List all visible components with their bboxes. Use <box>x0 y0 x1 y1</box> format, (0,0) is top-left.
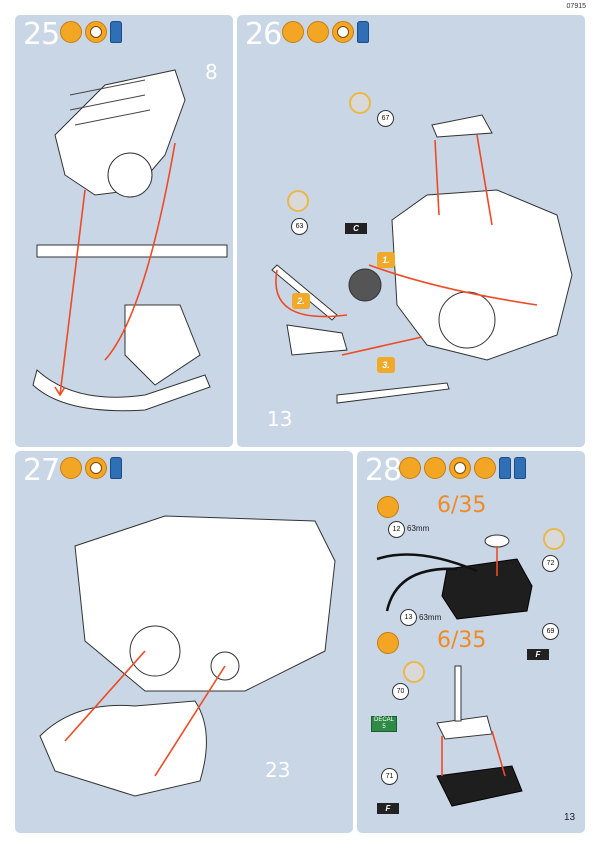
length-13: 63mm <box>419 613 442 622</box>
step-26-illustration <box>271 114 573 404</box>
step-27-panel: 27 23 <box>15 451 353 833</box>
clock-icon <box>332 21 354 43</box>
tool-knife-icon <box>60 21 82 43</box>
decal-number: 5 <box>382 724 386 730</box>
flag-f-bottom: F <box>377 803 399 814</box>
part-72: 72 <box>542 555 559 572</box>
tool-knife-icon <box>60 457 82 479</box>
part-12: 12 <box>388 521 405 538</box>
step-25-callout-8: 8 <box>205 60 218 84</box>
reference-6-35-top: 6/35 <box>437 493 487 518</box>
page-code: 07915 <box>566 3 586 10</box>
reference-6-35-bottom: 6/35 <box>437 628 487 653</box>
flag-c: C <box>345 223 367 234</box>
step-26-panel: 26 67 63 C 1. 2. 3. 13 <box>237 15 585 447</box>
chrome-icon <box>287 190 309 212</box>
page-number: 13 <box>564 812 576 823</box>
sequence-3: 3. <box>377 357 395 373</box>
length-12: 63mm <box>407 524 430 533</box>
paint-pot-icon <box>110 21 122 43</box>
part-70: 70 <box>392 683 409 700</box>
step-25-number: 25 <box>23 17 60 52</box>
step-28-number: 28 <box>365 453 402 488</box>
decal-label: DECAL <box>373 717 394 723</box>
part-67: 67 <box>377 110 394 127</box>
paint-pot-icon <box>110 457 122 479</box>
step-28-icons <box>399 457 526 479</box>
step-27-icons <box>60 457 122 479</box>
step-28-illustration <box>376 534 533 807</box>
sequence-2: 2. <box>292 293 310 309</box>
step-27-callout-23: 23 <box>265 758 291 782</box>
reference-icon <box>377 496 399 518</box>
step-25-icons <box>60 21 122 43</box>
chrome-icon <box>543 528 565 550</box>
part-63: 63 <box>291 218 308 235</box>
step-25-illustration <box>32 69 228 412</box>
paint-pot-icon <box>514 457 526 479</box>
chrome-icon <box>403 661 425 683</box>
tool-knife-icon <box>399 457 421 479</box>
reference-icon <box>377 632 399 654</box>
step-27-number: 27 <box>23 453 60 488</box>
part-13: 13 <box>400 609 417 626</box>
flag-f-top: F <box>527 649 549 660</box>
decal-icon <box>474 457 496 479</box>
clock-icon <box>85 21 107 43</box>
step-28-panel: 28 6/35 12 63mm 72 13 63mm 69 F 6/35 70 … <box>357 451 585 833</box>
step-26-icons <box>282 21 369 43</box>
part-71: 71 <box>381 768 398 785</box>
step-26-number: 26 <box>245 17 282 52</box>
paint-pot-icon <box>499 457 511 479</box>
sequence-1: 1. <box>377 252 395 268</box>
step-26-callout-13: 13 <box>267 407 293 431</box>
step-27-illustration <box>39 515 336 797</box>
clock-icon <box>85 457 107 479</box>
brush-icon <box>307 21 329 43</box>
brush-icon <box>424 457 446 479</box>
chrome-icon <box>349 92 371 114</box>
part-69: 69 <box>542 623 559 640</box>
tool-knife-icon <box>282 21 304 43</box>
paint-pot-icon <box>357 21 369 43</box>
step-25-panel: 25 8 <box>15 15 233 447</box>
clock-icon <box>449 457 471 479</box>
decal-5: DECAL 5 <box>371 716 397 732</box>
